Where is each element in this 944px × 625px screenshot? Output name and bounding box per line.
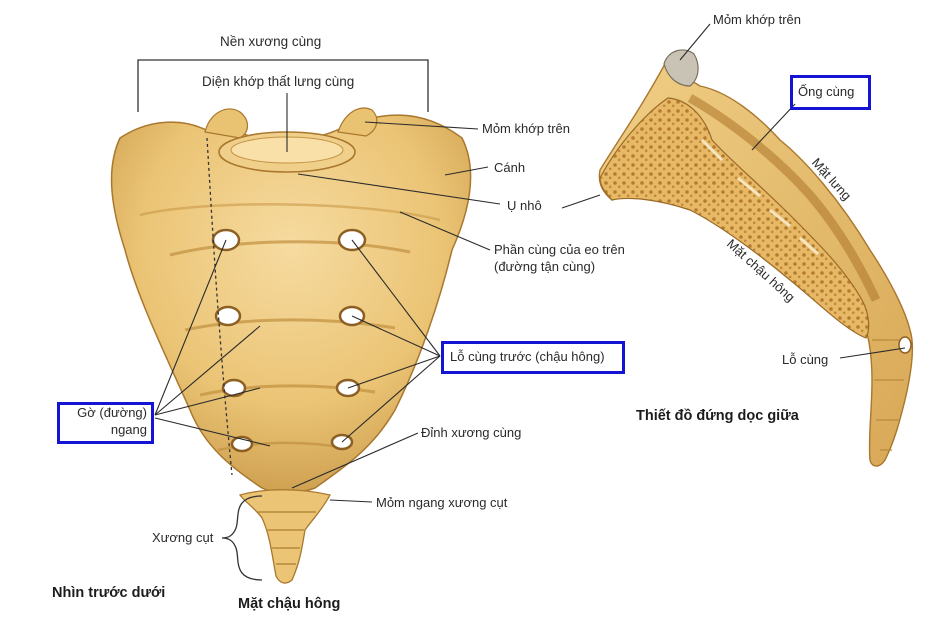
label-pelvic-inlet-part-2: (đường tận cùng) [494,259,596,274]
label-anterior-foramina: Lỗ cùng trước (chậu hông) [450,349,605,364]
label-coccyx-transverse-process: Mỏm ngang xương cụt [376,495,508,510]
label-coccyx: Xương cụt [152,530,214,545]
label-base: Nền xương cùng [220,34,322,49]
label-sup-articular-process-front: Mỏm khớp trên [482,121,570,136]
label-transverse-ridges-1: Gờ (đường) [77,405,147,420]
label-apex: Đỉnh xương cùng [421,425,522,440]
anterior-foramen-l2 [214,305,242,327]
label-lumbosacral-facet: Diện khớp thất lưng cùng [202,74,355,89]
leader-lines-anterior [154,93,501,503]
sup-articular-process-right [337,107,378,137]
coccyx-brace [221,495,263,581]
caption-section: Thiết đồ đứng dọc giữa [636,408,799,424]
highlight-sacral-canal [790,75,871,110]
highlight-anterior-foramina [441,341,625,374]
label-promontory: Ụ nhô [507,198,542,213]
base-bracket [137,59,429,112]
anterior-foramen-l3 [221,378,247,398]
highlight-transverse-ridges [57,402,154,444]
sup-articular-process-cap [663,49,699,87]
label-sacral-canal: Ống cùng [798,84,855,99]
transverse-ridge-1 [169,240,411,257]
transverse-ridge-4 [217,441,346,452]
sup-articular-process-left [204,108,249,139]
coccyx-shape [238,489,331,584]
sacral-bodies-spongy [599,97,870,339]
dashed-reference-line [206,137,233,476]
label-pelvic-inlet-part-1: Phần cùng của eo trên [494,242,625,257]
label-ala: Cánh [494,160,526,175]
label-sup-articular-process-side: Mỏm khớp trên [713,12,801,27]
label-transverse-ridges-2: ngang [110,422,147,437]
sacrum-anterior-view [110,107,472,584]
caption-view: Nhìn trước dưới [52,585,166,601]
transverse-ridge-2 [184,318,396,332]
sacral-foramen-section [898,336,912,354]
sacral-canal-shape [687,94,881,302]
label-sacral-foramen: Lỗ cùng [782,352,829,367]
leader-lines-section [561,23,906,359]
caption-pelvic-surface: Mặt chậu hông [238,596,341,612]
